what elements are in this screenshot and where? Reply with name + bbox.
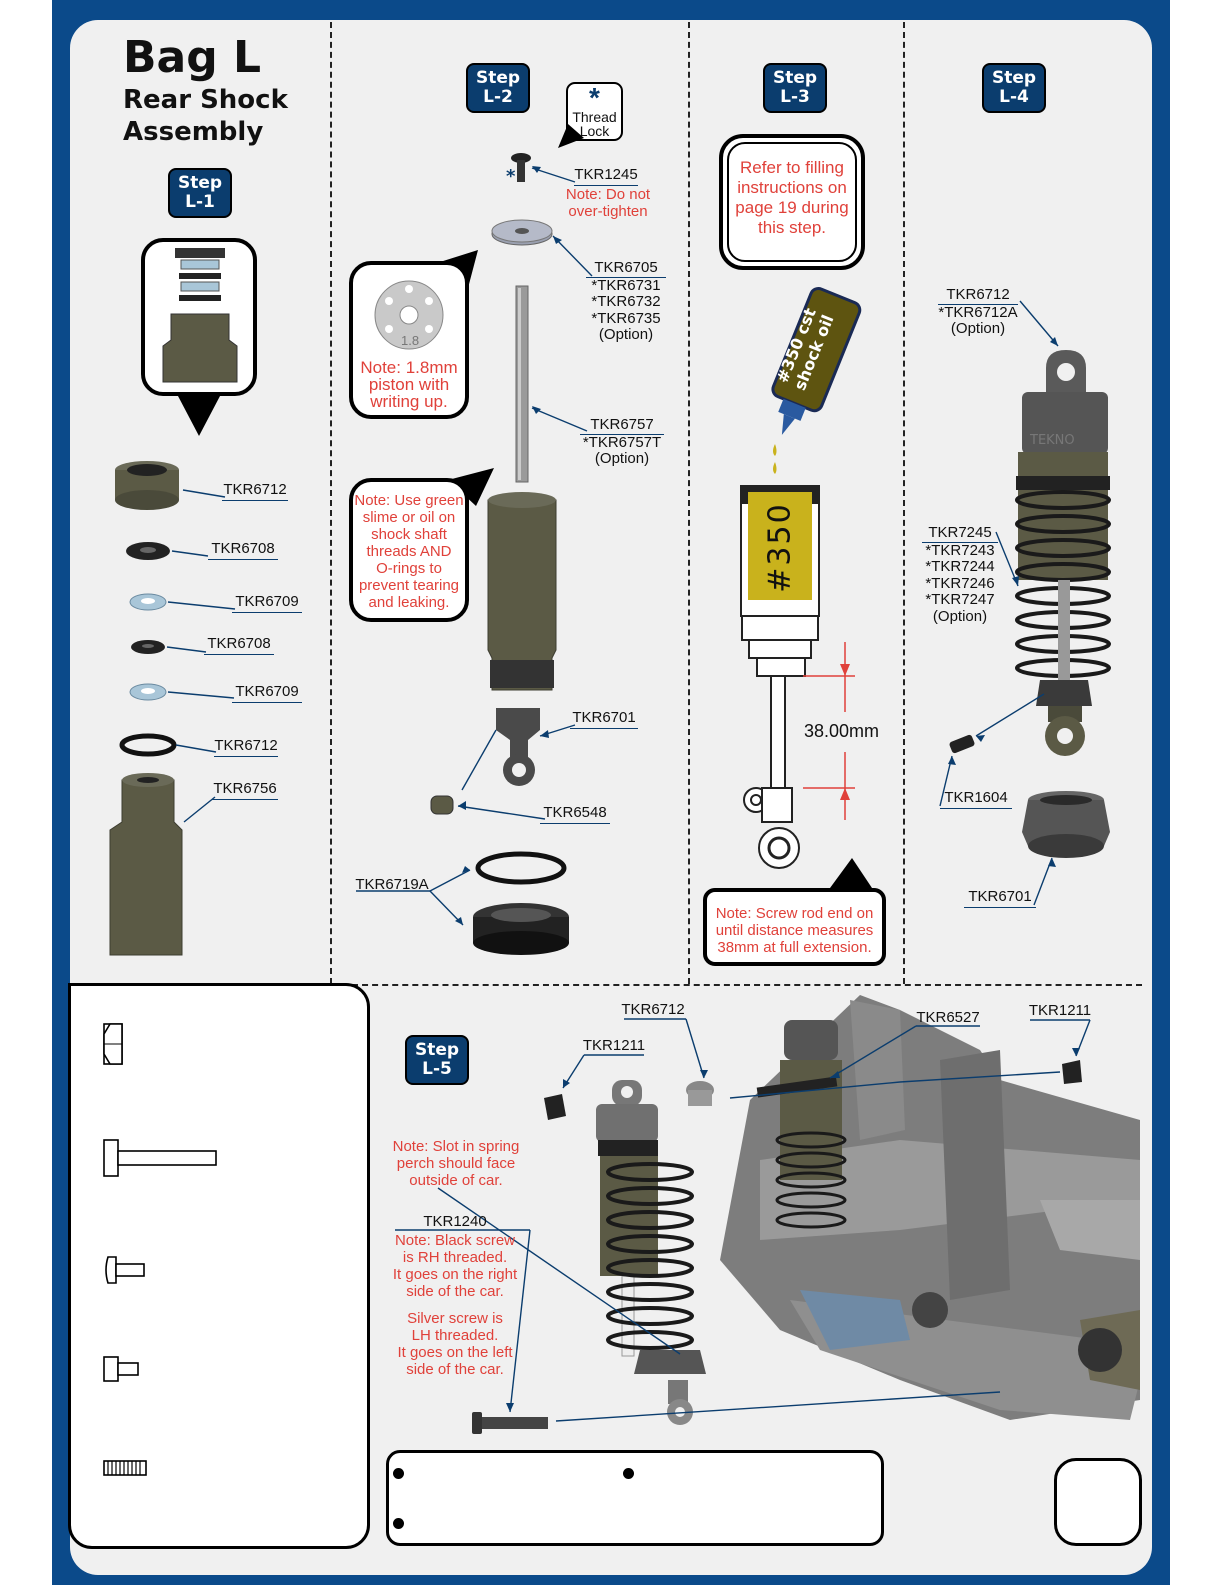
part-label-l2-rod-end: TKR6701: [570, 709, 638, 729]
page-number-box: [1054, 1458, 1142, 1546]
divider-top-bottom: [352, 984, 1142, 986]
part-label-l2-screw: TKR1245: [574, 166, 638, 186]
part-label-l4-cap: TKR6712 *TKR6712A (Option): [938, 286, 1018, 337]
hardware-box: [68, 983, 370, 1549]
part-label-l4-screw: TKR1604: [940, 789, 1012, 809]
part-label-l1-oring: TKR6712: [214, 737, 278, 757]
rod-note-callout: Note: Screw rod end on until distance me…: [703, 888, 886, 966]
page-subtitle-line2: Assembly: [123, 117, 264, 147]
checklist-bullet: [623, 1468, 634, 1479]
part-label-l5-nut-left: TKR1211: [582, 1037, 646, 1054]
part-label-l5-shock-mount: TKR6527: [916, 1009, 980, 1026]
piston-size-label: 1.8: [401, 333, 420, 348]
part-label-l5-screw: TKR1240: [423, 1213, 487, 1230]
checklist-box: [386, 1450, 884, 1546]
part-label-l1-washer-b: TKR6708: [204, 635, 274, 655]
page-subtitle-line1: Rear Shock: [123, 85, 288, 115]
part-label-l2-ball: TKR6548: [540, 804, 610, 824]
note-l5-screw-threads: Note: Black screw is RH threaded. It goe…: [392, 1232, 518, 1378]
part-label-l1-cap: TKR6712: [222, 481, 288, 501]
fill-note-callout: Refer to filling instructions on page 19…: [719, 134, 865, 270]
part-label-l5-nut-right: TKR1211: [1028, 1002, 1092, 1019]
part-label-l4-spring: TKR7245 *TKR7243 *TKR7244 *TKR7246 *TKR7…: [922, 524, 998, 626]
shock-oil-label: #350: [762, 502, 798, 593]
dimension-label: 38.00mm: [804, 721, 880, 741]
part-label-l2-shaft: TKR6757 *TKR6757T (Option): [580, 416, 664, 469]
part-label-l1-body: TKR6756: [212, 780, 278, 800]
part-label-l1-spacer-a: TKR6709: [232, 593, 302, 613]
part-label-l1-spacer-b: TKR6709: [232, 683, 302, 703]
part-label-l2-orings: TKR6719A: [355, 876, 429, 893]
checklist-bullet: [393, 1518, 404, 1529]
part-label-l4-cup: TKR6701: [964, 888, 1036, 908]
piston-icon: [374, 280, 444, 350]
part-label-l1-washer-a: TKR6708: [208, 540, 278, 560]
slime-note-callout: Note: Use green slime or oil on shock sh…: [349, 478, 469, 622]
thread-lock-symbol: *: [589, 82, 600, 113]
divider-l3-l4: [903, 22, 905, 984]
divider-l2-l3: [688, 22, 690, 984]
part-label-l2-piston: TKR6705 *TKR6731 *TKR6732 *TKR6735 (Opti…: [586, 259, 666, 345]
note-l5-slot: Note: Slot in spring perch should face o…: [392, 1138, 520, 1189]
checklist-bullet: [393, 1468, 404, 1479]
divider-l1-l2: [330, 22, 332, 984]
preassembled-cap-callout: [141, 238, 257, 396]
preassembled-cap-icon: [162, 248, 238, 383]
piston-note-callout: 1.8 Note: 1.8mm piston with writing up.: [349, 261, 469, 419]
thread-lock-badge: * Thread Lock: [566, 82, 623, 141]
part-label-l5-cap: TKR6712: [621, 1001, 685, 1018]
page-title: Bag L: [123, 32, 262, 83]
